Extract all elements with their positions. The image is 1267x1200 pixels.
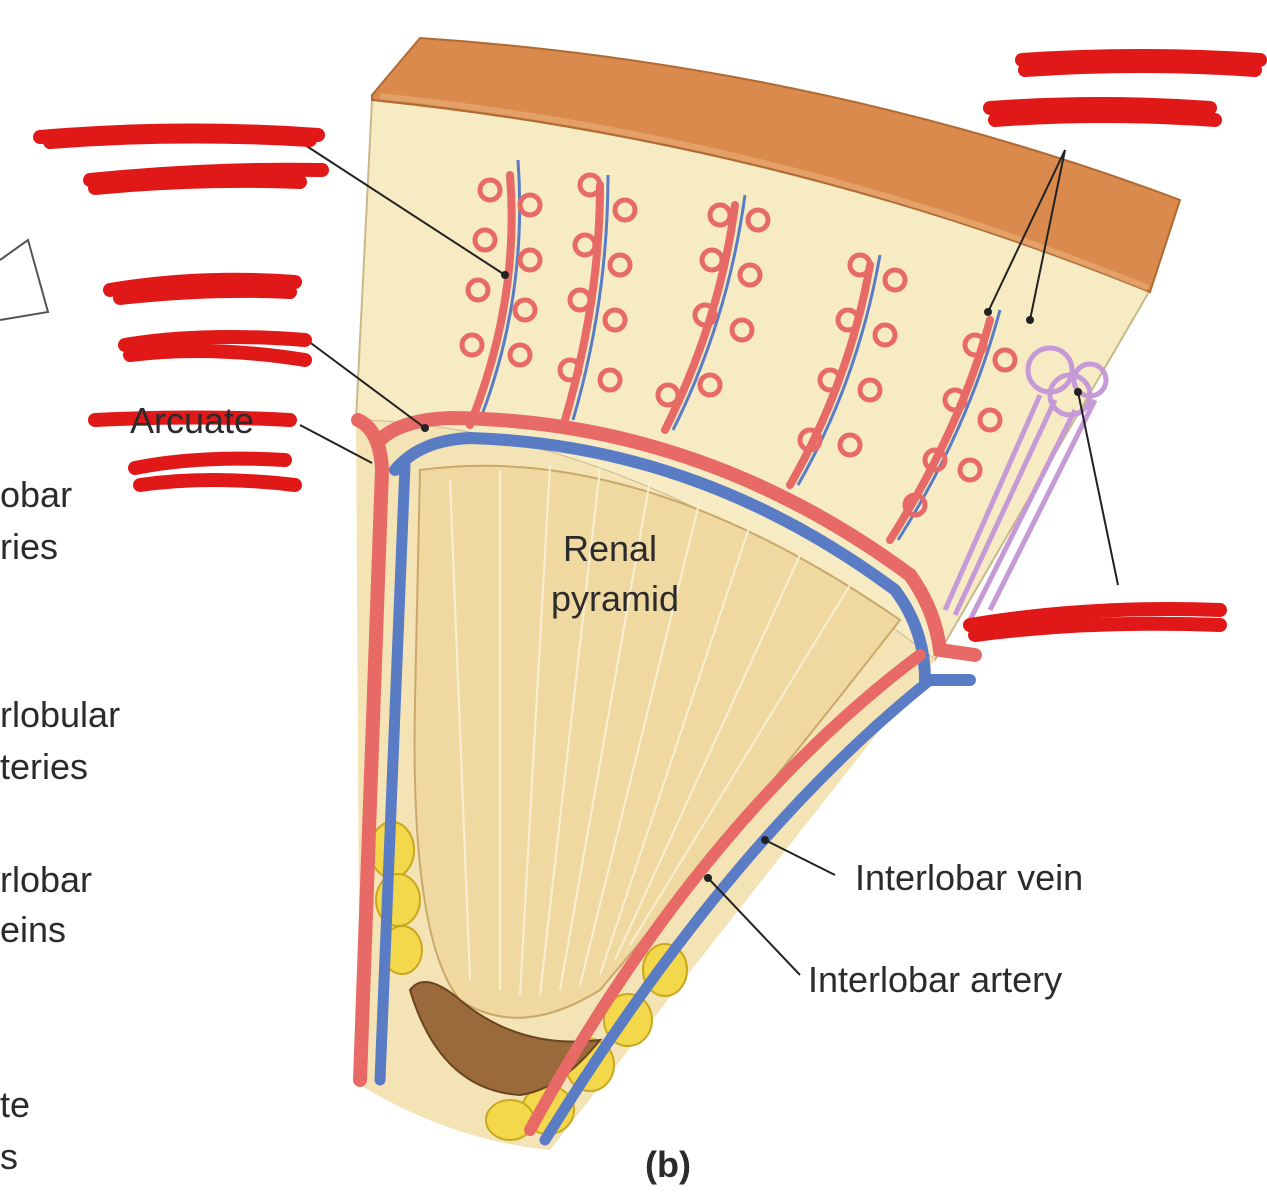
renal-pyramid-label-line1: Renal: [562, 528, 658, 569]
left-label-2-line2: teries: [0, 746, 89, 787]
leader-nephron: [1077, 391, 1119, 586]
left-label-3-line1: rlobar: [0, 859, 93, 900]
interlobar-vein-left: [374, 459, 411, 1086]
interlobar-artery-label: Interlobar artery: [808, 959, 1063, 1000]
interlobular-veins: [476, 159, 1002, 541]
interlobar-artery-left: [351, 413, 390, 1087]
minor-calyx: [408, 981, 603, 1097]
figure-label: (b): [645, 1144, 691, 1185]
leader-arcuate-vein: [299, 424, 373, 464]
left-label-1-line1: obar: [0, 474, 73, 515]
glomeruli: [459, 172, 1018, 518]
left-label-1-line2: ries: [0, 526, 59, 567]
leader-interlobular-artery: [304, 144, 506, 276]
leader-interlobar-artery: [707, 877, 801, 976]
interlobar-artery-right: [524, 649, 926, 1136]
interlobar-vein-right: [539, 674, 936, 1146]
left-label-4-line2: s: [0, 1136, 18, 1177]
interlobar-vein-label: Interlobar vein: [855, 857, 1084, 898]
left-label-3-line2: eins: [0, 909, 67, 950]
arcuate-artery: [373, 410, 982, 662]
leader-afferent-2: [1029, 149, 1066, 321]
renal-pyramid-label-line2: pyramid: [550, 578, 680, 619]
partial-arrow-shape: [0, 238, 50, 321]
arcuate-vein: [389, 431, 976, 686]
arcuate-vein-label-partial: Arcuate: [130, 400, 255, 441]
left-label-4-line1: te: [0, 1084, 31, 1125]
left-label-2-line1: rlobular: [0, 694, 121, 735]
redaction-scribbles: [33, 49, 1267, 642]
leader-arcuate-artery: [299, 334, 426, 429]
leader-interlobar-vein: [764, 839, 836, 876]
leader-afferent-1: [987, 149, 1066, 313]
nephron: [942, 345, 1109, 622]
